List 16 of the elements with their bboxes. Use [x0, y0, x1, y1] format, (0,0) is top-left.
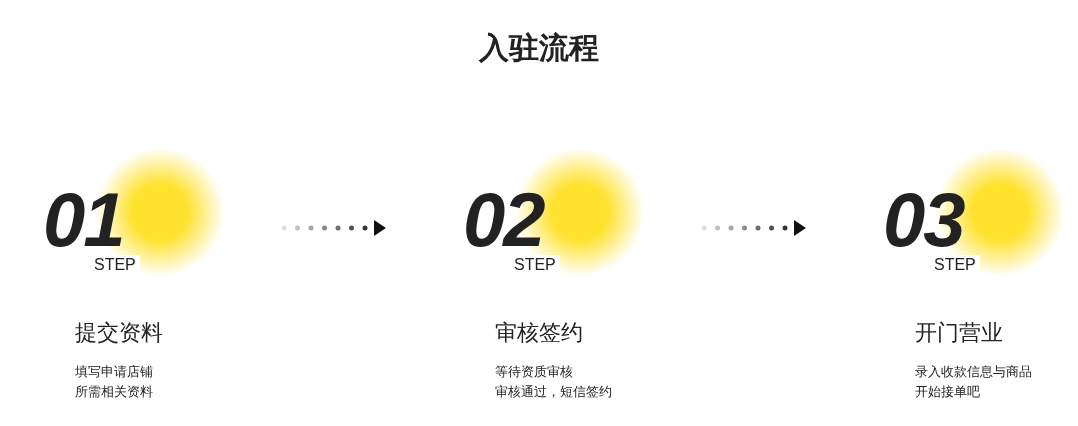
step-description: 录入收款信息与商品	[915, 363, 1032, 381]
step-description: 填写申请店铺	[75, 363, 153, 381]
step-number: 03	[883, 186, 965, 254]
step-description: 等待资质审核	[495, 363, 573, 381]
title: 入驻流程	[477, 29, 600, 67]
step-title: 提交资料	[75, 319, 163, 347]
step-description: 开始接单吧	[915, 383, 980, 401]
step-title: 审核签约	[495, 319, 583, 347]
step-description: 审核通过，短信签约	[495, 383, 612, 401]
step-number: 01	[43, 186, 124, 254]
step-title: 开门营业	[915, 319, 1003, 347]
step-label: STEP	[514, 255, 560, 275]
step-description: 所需相关资料	[75, 383, 153, 401]
step-number: 02	[463, 186, 545, 254]
step-label: STEP	[934, 255, 980, 275]
step-label: STEP	[94, 255, 140, 275]
